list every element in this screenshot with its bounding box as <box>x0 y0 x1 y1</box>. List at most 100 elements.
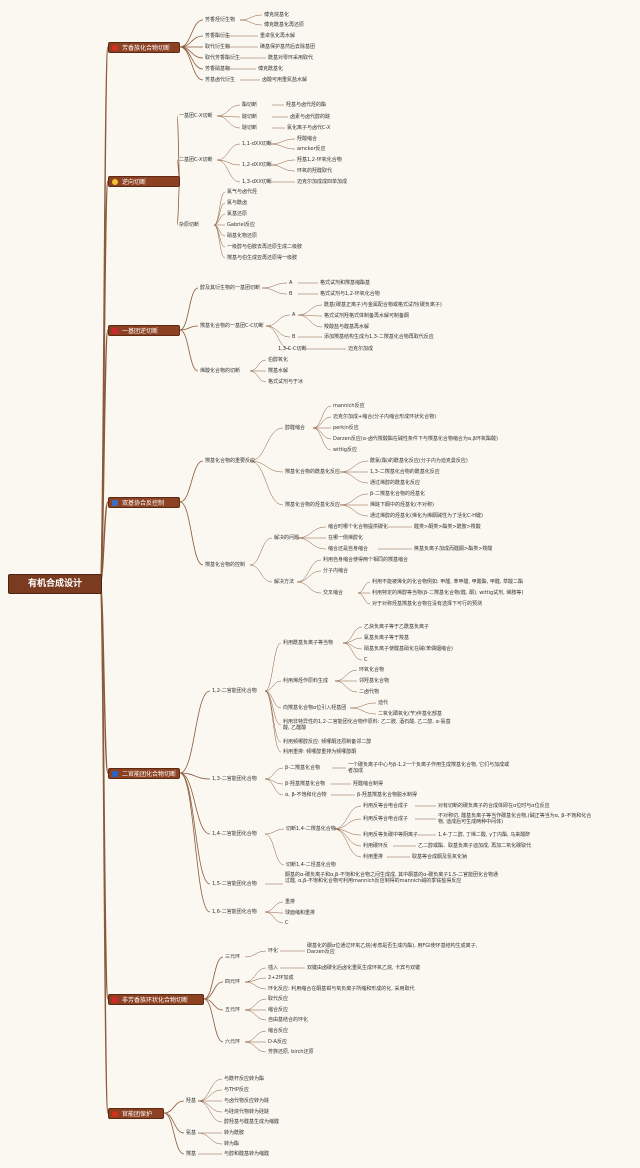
s2-leaf: 卤素与卤代醇的醚 <box>290 114 331 120</box>
s5-sub[interactable]: 利用重排 <box>363 854 384 860</box>
s7-item[interactable]: 羰基 <box>186 1151 197 1157</box>
connector-line <box>203 956 224 1000</box>
s6-sub[interactable]: 环化反应: 利用缩合在酮基钳与氧负离子所缩和形成的化, 采用取代 <box>268 986 415 992</box>
s5-sub[interactable]: α, β-不饱和化合物 <box>285 792 327 798</box>
s3-sub[interactable]: B <box>289 291 293 297</box>
s3-item[interactable]: 醇及其衍生物的一基团切断 <box>200 285 261 291</box>
s2-leaf: 硝基化物还原 <box>227 233 258 239</box>
s4-sub[interactable]: 解决的问题 <box>274 535 300 541</box>
s4-leaf: β-二羰基化合物的烃基化 <box>370 491 425 497</box>
s5-item[interactable]: 1,6-二官能团化合物 <box>212 909 257 915</box>
s6-sub[interactable]: 2+2环加成 <box>268 975 294 981</box>
s6-item[interactable]: 五元环 <box>225 1007 241 1013</box>
connector-line <box>203 998 224 1043</box>
s4-item[interactable]: 羰基化合物的重要反应 <box>205 458 256 464</box>
s1-item[interactable]: 取代芳香酯衍生 <box>205 55 241 61</box>
s3-sub[interactable]: B <box>292 334 296 340</box>
s5-sub[interactable]: β-羟基羰基化合物 <box>285 781 325 787</box>
connector-line <box>179 46 204 81</box>
s3-sub[interactable]: 1,3-C-C切断 <box>278 346 307 352</box>
s3-leaf: 伯醇氧化 <box>268 357 289 363</box>
s3-item[interactable]: 烯酸化合物的切断 <box>200 368 241 374</box>
s4-sub[interactable]: 羰基化合物的酰基化反应 <box>285 469 341 475</box>
s6-item[interactable]: 三元环 <box>225 954 241 960</box>
connector-line <box>342 626 363 644</box>
s1-item[interactable]: 芳基卤代衍生 <box>205 77 236 83</box>
s6-sub[interactable]: 取代反应 <box>268 996 289 1002</box>
s5-item[interactable]: 1,4-二官能团化合物 <box>212 831 257 837</box>
s6-sub[interactable]: 环化 <box>268 948 279 954</box>
connector-line <box>261 282 288 289</box>
connector-line <box>197 1100 223 1113</box>
s3-sub[interactable]: A <box>289 280 293 286</box>
s5-sub[interactable]: 利用酰基负离子等当物 <box>283 640 334 646</box>
s5-sub[interactable]: 切断1,4-二羰基化合物 <box>286 826 336 832</box>
s5-sub[interactable]: 向羰基化合物α位引入羟基团 <box>283 705 347 711</box>
branch-ring[interactable]: 非芳香族环状化合物切断 <box>108 994 204 1005</box>
s2-item[interactable]: 一基团C-X切断 <box>179 113 213 119</box>
s5-item[interactable]: 1,5-二官能团化合物 <box>212 881 257 887</box>
s5-sub[interactable]: 利用反等负碳中等阴离子 <box>363 832 419 838</box>
s2-item[interactable]: 二基团C-X切断 <box>179 157 213 163</box>
s7-leaf: 与醇和醛基转为缩醛 <box>224 1151 270 1157</box>
s4-sub[interactable]: 羰基化合物的烃基化反应 <box>285 502 341 508</box>
connector-line <box>269 159 296 166</box>
s5-sub[interactable]: 利用反等合电合成子 <box>363 816 409 822</box>
s5-sub[interactable]: 利用非特异性的1,2-二官能团化合物作原料: 乙二胺, 酒石酸, 乙二醇, α-… <box>283 719 451 731</box>
s2-sub[interactable]: 1,1-dXX切断 <box>242 141 272 147</box>
s3-leaf: 格式试剂和羰基缩酯基 <box>320 280 371 286</box>
s2-sub[interactable]: 1,2-dXX切断 <box>242 162 272 168</box>
s2-leaf: 羟基与卤代烃的酯 <box>286 102 327 108</box>
s5-sub[interactable]: 利用反等合电合成子 <box>363 803 409 809</box>
s1-item[interactable]: 芳香烃衍生物 <box>205 17 236 23</box>
branch-protection[interactable]: 官能团保护 <box>108 1108 164 1119</box>
s7-item[interactable]: 氨基 <box>186 1130 197 1136</box>
s2-sub[interactable]: 1,3-dXX切断 <box>242 179 272 185</box>
s5-leaf: 乙二醇或酯、取基负离子迪加成, 再加二氧化碳取代 <box>418 843 532 849</box>
s3-sub[interactable]: A <box>292 312 296 318</box>
s6-sub[interactable]: 自由基结合的环化 <box>268 1017 309 1023</box>
s5-sub[interactable]: 切断1,4-二烃基化合物 <box>286 862 336 868</box>
s6-sub[interactable]: 缩合反应 <box>268 1007 289 1013</box>
connector-line <box>99 329 109 584</box>
s2-sub[interactable]: 醚切断 <box>242 125 258 131</box>
branch-difunctional[interactable]: 二官能团化合物切断 <box>108 768 180 779</box>
connector-line <box>213 202 226 226</box>
connector-line <box>349 702 377 709</box>
s1-item[interactable]: 芳香酯衍生 <box>205 33 231 39</box>
branch-disconnection[interactable]: 逆向切断 <box>108 176 180 187</box>
s5-leaf: 一个碳负离子中心与β-1,2一个负离子作用生成羰基化合物, 它们与加成或者加成 <box>348 762 510 774</box>
root-node[interactable]: 有机合成设计 <box>8 574 102 594</box>
s2-sub[interactable]: 醚切断 <box>242 114 258 120</box>
s2-item[interactable]: 杂原切断 <box>179 222 200 228</box>
s5-sub[interactable]: 利用重排: 频哪醇重排为频哪醇酮 <box>283 749 357 755</box>
s5-sub[interactable]: β-二羰基化合物 <box>285 765 320 771</box>
s4-item[interactable]: 羰基化合物的控制 <box>205 562 246 568</box>
connector-line <box>244 967 267 983</box>
s2-leaf: 氯基还原 <box>227 211 248 217</box>
branch-aromatic[interactable]: 芳香族化合物切断 <box>108 42 180 53</box>
s6-sub[interactable]: 插入 <box>268 965 279 971</box>
s5-sub[interactable]: 利用烯烃作原料生成 <box>283 678 329 684</box>
s1-item[interactable]: 取代衍生物 <box>205 44 231 50</box>
s5-item[interactable]: 1,3-二官能团化合物 <box>212 776 257 782</box>
s5-sub[interactable]: 利用频哪醇反应: 频哪酮还原制备邻二醇 <box>283 739 372 745</box>
s4-sub[interactable]: 解决方法 <box>274 579 295 585</box>
connector-line <box>342 642 363 661</box>
s2-leaf: 羰基与伯生成亚再还原得一级胺 <box>227 255 298 261</box>
s5-sub[interactable]: 利用碳环反 <box>363 843 389 849</box>
connector-line <box>312 427 332 451</box>
connector-line <box>179 325 199 331</box>
s3-item[interactable]: 羰基化合物的一基团C-C切断 <box>200 323 264 329</box>
s2-sub[interactable]: 酯切断 <box>242 102 258 108</box>
s6-item[interactable]: 四元环 <box>225 979 241 985</box>
s1-item[interactable]: 芳香硝基物 <box>205 66 231 72</box>
connector-line <box>249 460 284 473</box>
branch-two-group[interactable]: 双基协合反控制 <box>108 497 180 508</box>
s6-item[interactable]: 六元环 <box>225 1039 241 1045</box>
s7-item[interactable]: 羟基 <box>186 1098 197 1104</box>
s4-sub[interactable]: 醇醛缩合 <box>285 425 306 431</box>
s2-leaf: 迈克尔加成成四单加成 <box>297 179 348 185</box>
branch-one-group[interactable]: 一基团逆切断 <box>108 325 180 336</box>
s5-item[interactable]: 1,2-二官能团化合物 <box>212 688 257 694</box>
